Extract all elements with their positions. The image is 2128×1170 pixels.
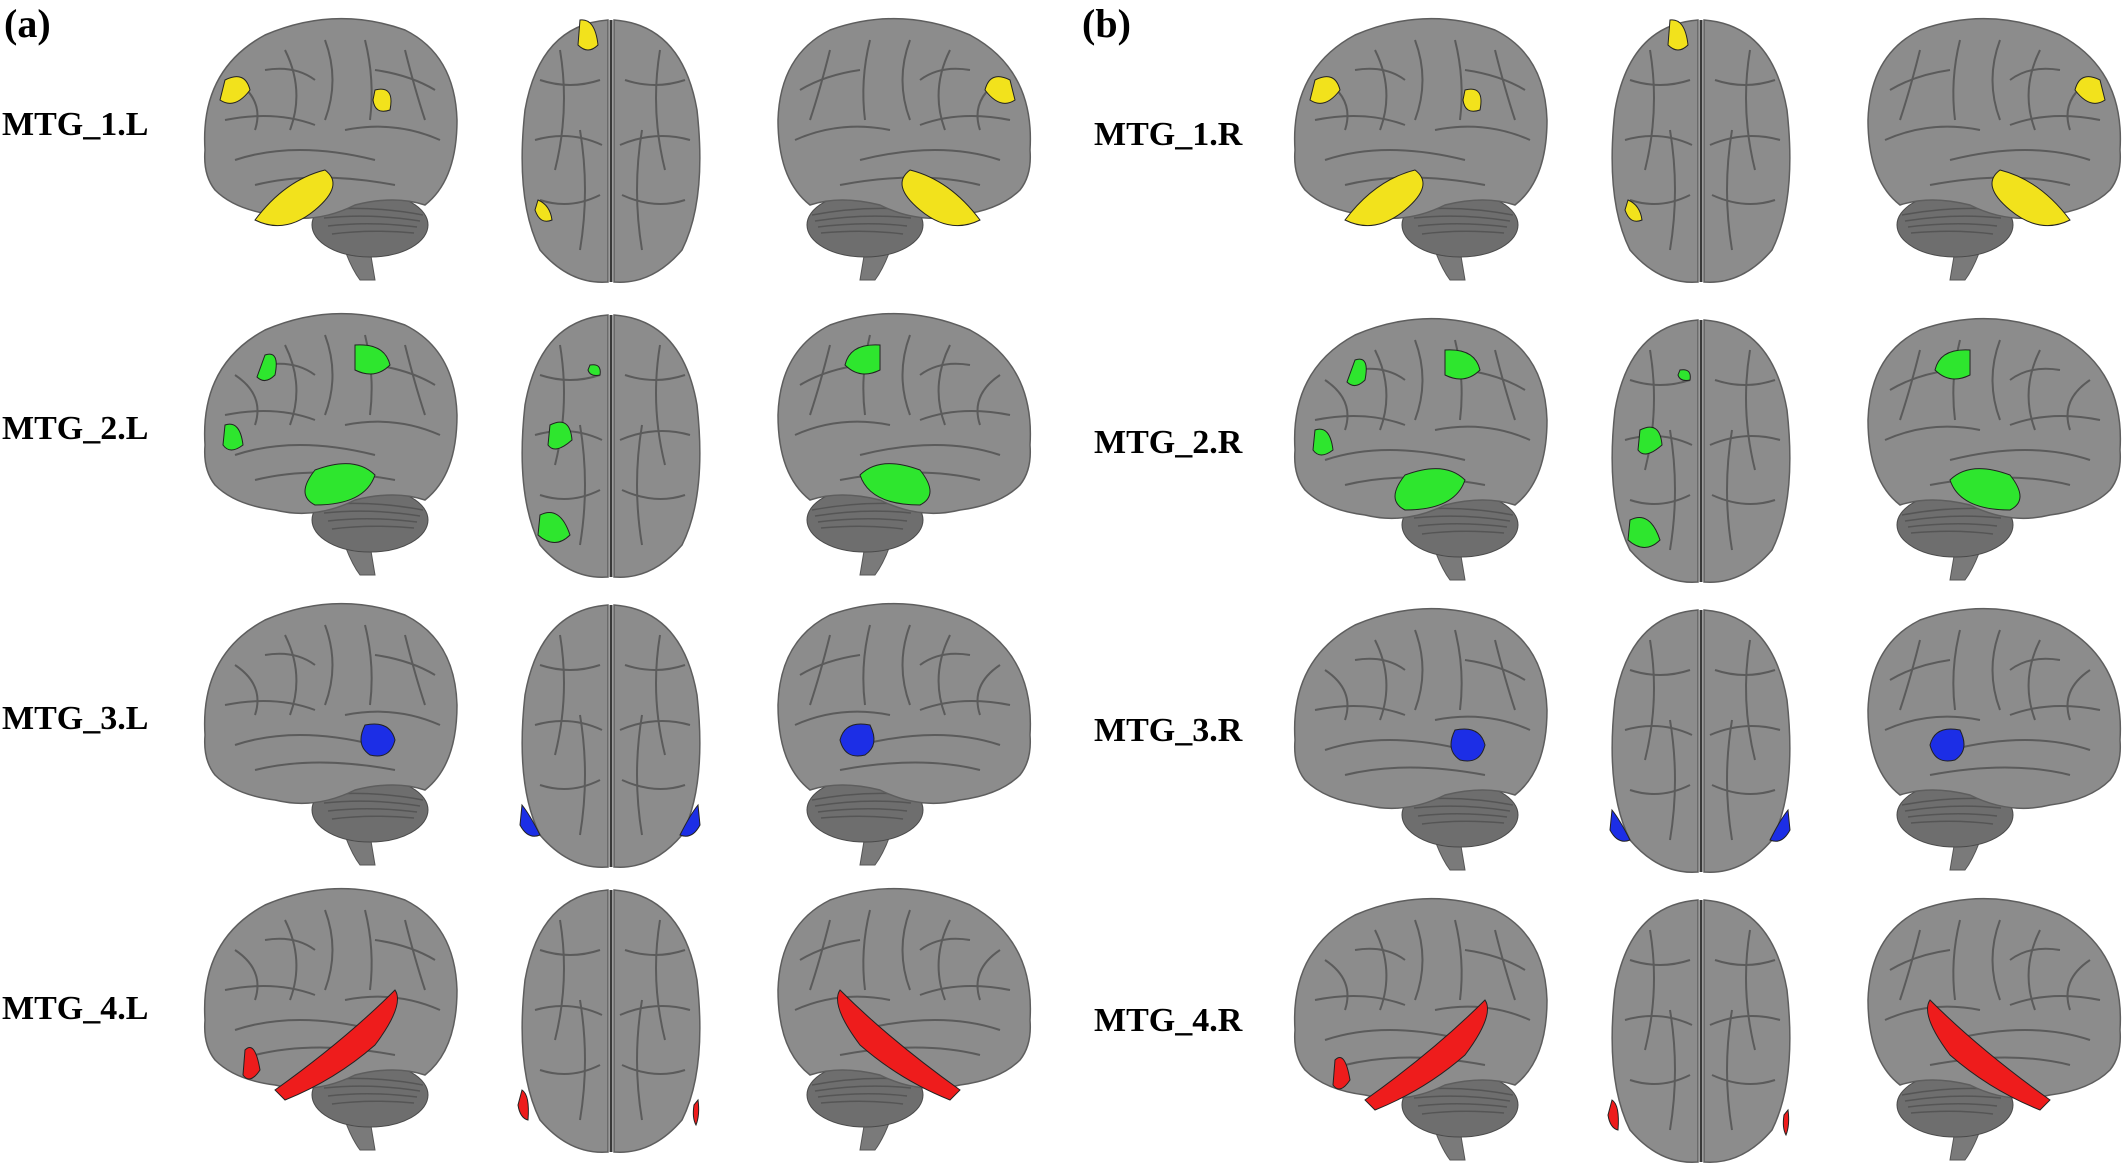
row-label-a-3: MTG_3.L xyxy=(2,700,149,737)
activation-cluster xyxy=(354,344,391,375)
brain-left-lateral-b-2 xyxy=(1285,310,1550,590)
activation-cluster xyxy=(859,463,931,506)
activation-cluster xyxy=(692,1098,700,1127)
activation-cluster xyxy=(679,803,701,837)
brain-superior-b-2 xyxy=(1600,310,1802,590)
activation-cluster xyxy=(837,989,961,1101)
row-label-a-1: MTG_1.L xyxy=(2,106,149,143)
activation-cluster xyxy=(1609,808,1631,842)
brain-superior-a-3 xyxy=(510,595,712,875)
activation-cluster xyxy=(537,512,571,543)
brain-superior-a-4 xyxy=(510,880,712,1160)
activation-cluster xyxy=(1677,369,1691,381)
row-label-b-3: MTG_3.R xyxy=(1094,712,1243,749)
brain-right-lateral-b-3 xyxy=(1867,600,2128,880)
activation-cluster xyxy=(1769,808,1791,842)
activation-cluster xyxy=(372,88,392,112)
activation-cluster xyxy=(1627,517,1661,548)
activation-cluster xyxy=(577,19,599,51)
brain-left-lateral-a-3 xyxy=(195,595,460,875)
panel-label-a: (a) xyxy=(4,1,51,46)
brain-right-lateral-a-1 xyxy=(777,10,1045,290)
activation-cluster xyxy=(1607,1099,1619,1131)
brain-left-lateral-b-1 xyxy=(1285,10,1550,290)
activation-cluster xyxy=(1929,728,1965,762)
brain-left-lateral-b-3 xyxy=(1285,600,1550,880)
brain-right-lateral-b-2 xyxy=(1867,310,2128,590)
row-label-a-4: MTG_4.L xyxy=(2,990,149,1027)
activation-cluster xyxy=(1394,468,1466,511)
activation-cluster xyxy=(1782,1108,1790,1137)
row-label-a-2: MTG_2.L xyxy=(2,410,149,447)
row-label-b-2: MTG_2.R xyxy=(1094,424,1243,461)
activation-cluster xyxy=(1346,358,1367,386)
activation-cluster xyxy=(360,723,396,757)
row-label-b-1: MTG_1.R xyxy=(1094,116,1243,153)
row-label-b-4: MTG_4.R xyxy=(1094,1002,1243,1039)
activation-cluster xyxy=(984,76,1016,104)
activation-cluster xyxy=(1364,999,1488,1111)
brain-right-lateral-a-4 xyxy=(777,880,1045,1160)
activation-cluster xyxy=(1949,468,2021,511)
activation-cluster xyxy=(256,353,277,381)
brain-left-lateral-a-1 xyxy=(195,10,460,290)
brain-superior-b-1 xyxy=(1600,10,1802,290)
panel-label-b: (b) xyxy=(1082,1,1131,46)
activation-cluster xyxy=(1332,1057,1351,1090)
activation-cluster xyxy=(1624,199,1643,222)
activation-cluster xyxy=(517,1089,529,1121)
brain-superior-b-4 xyxy=(1600,890,1802,1170)
brain-superior-a-2 xyxy=(510,305,712,585)
activation-cluster xyxy=(1667,19,1689,51)
activation-cluster xyxy=(1309,76,1341,104)
brain-left-lateral-b-4 xyxy=(1285,890,1550,1170)
activation-cluster xyxy=(222,423,244,451)
activation-cluster xyxy=(839,723,875,757)
activation-cluster xyxy=(547,421,573,450)
brain-right-lateral-b-4 xyxy=(1867,890,2128,1170)
activation-cluster xyxy=(1927,999,2051,1111)
activation-cluster xyxy=(587,364,601,376)
activation-cluster xyxy=(304,463,376,506)
activation-cluster xyxy=(534,199,553,222)
brain-superior-a-1 xyxy=(510,10,712,290)
activation-cluster xyxy=(2074,76,2106,104)
activation-cluster xyxy=(254,169,334,227)
brain-superior-b-3 xyxy=(1600,600,1802,880)
brain-right-lateral-a-3 xyxy=(777,595,1045,875)
activation-cluster xyxy=(1312,428,1334,456)
activation-cluster xyxy=(1444,349,1481,380)
activation-cluster xyxy=(1344,169,1424,227)
brain-right-lateral-b-1 xyxy=(1867,10,2128,290)
brain-right-lateral-a-2 xyxy=(777,305,1045,585)
activation-cluster xyxy=(1991,169,2071,227)
activation-cluster xyxy=(242,1047,261,1080)
brain-left-lateral-a-2 xyxy=(195,305,460,585)
brain-left-lateral-a-4 xyxy=(195,880,460,1160)
activation-cluster xyxy=(901,169,981,227)
activation-cluster xyxy=(844,344,881,375)
activation-cluster xyxy=(1462,88,1482,112)
activation-cluster xyxy=(1637,426,1663,455)
activation-cluster xyxy=(1934,349,1971,380)
activation-cluster xyxy=(274,989,398,1101)
activation-cluster xyxy=(1450,728,1486,762)
activation-cluster xyxy=(219,76,251,104)
activation-cluster xyxy=(519,803,541,837)
